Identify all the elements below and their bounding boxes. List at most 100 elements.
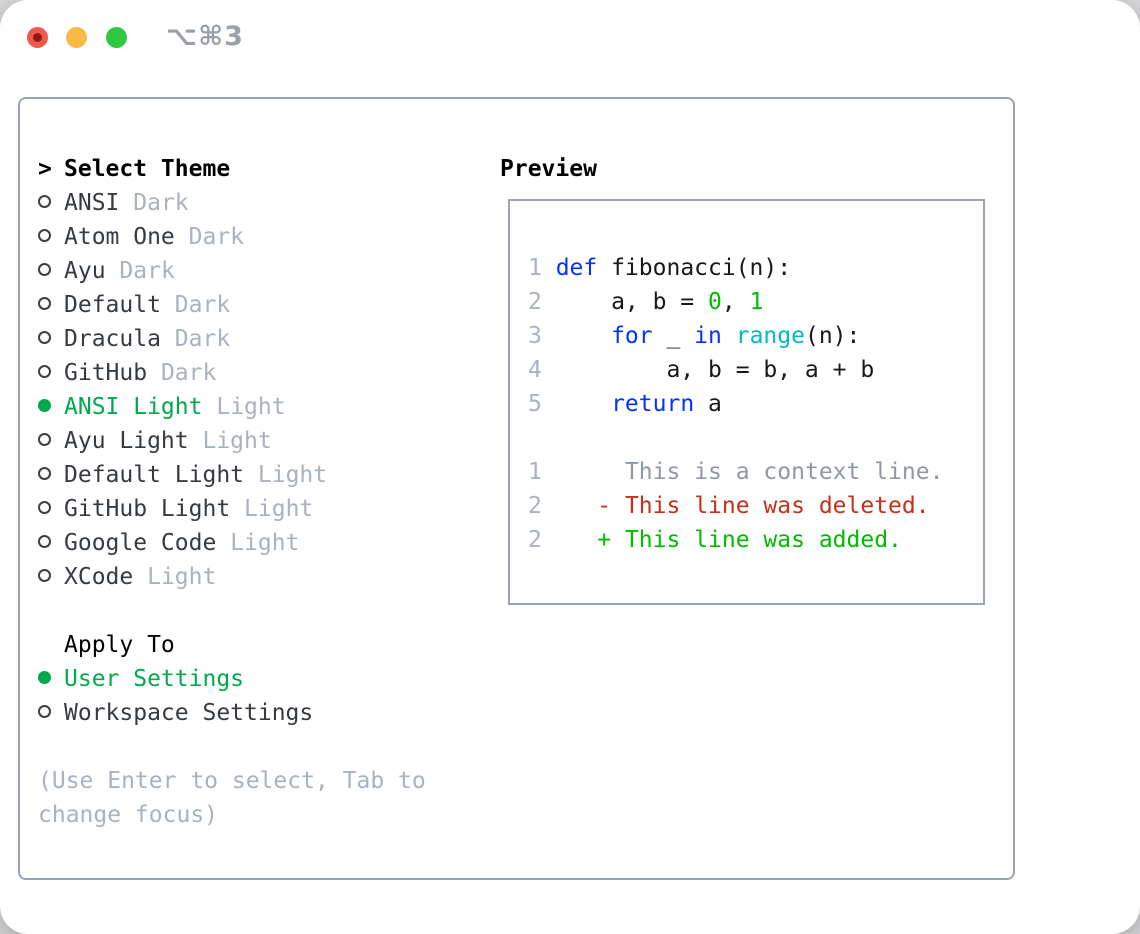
theme-option-github-dark[interactable]: GitHub Dark — [38, 356, 426, 390]
theme-variant: Light — [147, 564, 217, 590]
code-token: def — [555, 255, 598, 281]
theme-variant: Dark — [174, 292, 231, 318]
diff-deleted-line: 2 - This line was deleted. — [528, 489, 983, 523]
diff-text: This line was deleted. — [624, 493, 930, 519]
theme-name: GitHub — [64, 360, 148, 386]
radio-icon — [38, 560, 64, 594]
theme-variant: Dark — [188, 224, 245, 250]
radio-icon — [38, 220, 64, 254]
spacer-row — [38, 730, 426, 764]
theme-option-default-light[interactable]: Default Light Light — [38, 458, 426, 492]
code-token: 1 — [749, 289, 764, 315]
theme-name: Default — [64, 292, 161, 318]
theme-option-dracula-dark[interactable]: Dracula Dark — [38, 322, 426, 356]
radio-icon — [38, 288, 64, 322]
radio-selected-icon — [38, 390, 64, 424]
select-theme-header: > Select Theme — [38, 152, 426, 186]
theme-variant: Light — [244, 496, 314, 522]
theme-variant: Dark — [160, 360, 217, 386]
close-button[interactable] — [27, 27, 48, 48]
line-number: 2 — [528, 527, 542, 553]
theme-name: XCode — [64, 564, 134, 590]
diff-text: This line was added. — [624, 527, 902, 553]
code-line: 4 a, b = b, a + b — [528, 353, 983, 387]
apply-option-user-settings-selected[interactable]: User Settings — [38, 662, 426, 696]
diff-text: This is a context line. — [624, 459, 944, 485]
zoom-button[interactable] — [106, 27, 127, 48]
code-token: fibonacci(n): — [597, 255, 792, 281]
apply-option-workspace-settings[interactable]: Workspace Settings — [38, 696, 426, 730]
theme-name: Default Light — [64, 462, 245, 488]
theme-name: ANSI Light — [64, 394, 203, 420]
code-token: (n): — [804, 323, 861, 349]
theme-name: Ayu Light — [64, 428, 189, 454]
diff-added-line: 2 + This line was added. — [528, 523, 983, 557]
radio-icon — [38, 186, 64, 220]
preview-title: Preview — [500, 156, 597, 182]
radio-icon — [38, 424, 64, 458]
code-token: for — [611, 323, 653, 349]
code-line: 3 for _ in range(n): — [528, 319, 983, 353]
theme-option-default-dark[interactable]: Default Dark — [38, 288, 426, 322]
line-number: 2 — [528, 289, 542, 315]
code-line: 2 a, b = 0, 1 — [528, 285, 983, 319]
code-token — [722, 323, 736, 349]
theme-option-ayu-dark[interactable]: Ayu Dark — [38, 254, 426, 288]
spacer-row — [38, 594, 426, 628]
code-token: _ — [652, 323, 695, 349]
radio-icon — [38, 526, 64, 560]
diff-marker — [597, 459, 611, 485]
theme-option-xcode-light[interactable]: XCode Light — [38, 560, 426, 594]
title-bar: ⌥⌘3 — [0, 0, 1140, 97]
radio-icon — [38, 696, 64, 730]
code-token: 0 — [708, 289, 722, 315]
apply-to-header: Apply To — [38, 628, 426, 662]
theme-variant: Light — [216, 394, 286, 420]
theme-preview-box: 1 def fibonacci(n): 2 a, b = 0, 1 3 for _… — [508, 199, 985, 605]
theme-name: GitHub Light — [64, 496, 231, 522]
theme-name: Atom One — [64, 224, 175, 250]
theme-name: Ayu — [64, 258, 106, 284]
code-token: range — [735, 323, 805, 349]
help-text-line1: (Use Enter to select, Tab to — [38, 768, 426, 794]
theme-option-ansi-light-selected[interactable]: ANSI Light Light — [38, 390, 426, 424]
code-token: , — [721, 289, 750, 315]
code-line: 5 return a — [528, 387, 983, 421]
apply-to-title: Apply To — [64, 632, 175, 658]
help-text-line2: change focus) — [38, 802, 219, 828]
theme-variant: Dark — [119, 258, 175, 284]
theme-variant: Light — [257, 462, 328, 488]
theme-option-github-light[interactable]: GitHub Light Light — [38, 492, 426, 526]
theme-name: ANSI — [64, 190, 120, 216]
apply-option-label: User Settings — [64, 666, 245, 692]
line-number: 2 — [528, 493, 542, 519]
diff-marker: - — [597, 493, 612, 519]
select-theme-title: Select Theme — [64, 156, 231, 182]
line-number: 4 — [528, 357, 542, 383]
blank-line — [528, 421, 983, 455]
code-token — [556, 323, 611, 349]
theme-name: Dracula — [64, 326, 161, 352]
diff-context-line: 1 This is a context line. — [528, 455, 983, 489]
close-dot-icon — [33, 33, 42, 42]
code-token: in — [694, 323, 722, 349]
radio-icon — [38, 322, 64, 356]
line-number: 3 — [528, 323, 542, 349]
theme-variant: Dark — [174, 326, 231, 352]
theme-option-atom-one-dark[interactable]: Atom One Dark — [38, 220, 426, 254]
radio-icon — [38, 356, 64, 390]
code-token: a, b = b, a + b — [555, 357, 875, 383]
diff-marker: + — [597, 527, 612, 553]
radio-icon — [38, 492, 64, 526]
radio-icon — [38, 458, 64, 492]
prompt-icon: > — [38, 156, 52, 182]
minimize-button[interactable] — [66, 27, 87, 48]
theme-name: Google Code — [64, 530, 217, 556]
code-token: return — [611, 391, 695, 417]
